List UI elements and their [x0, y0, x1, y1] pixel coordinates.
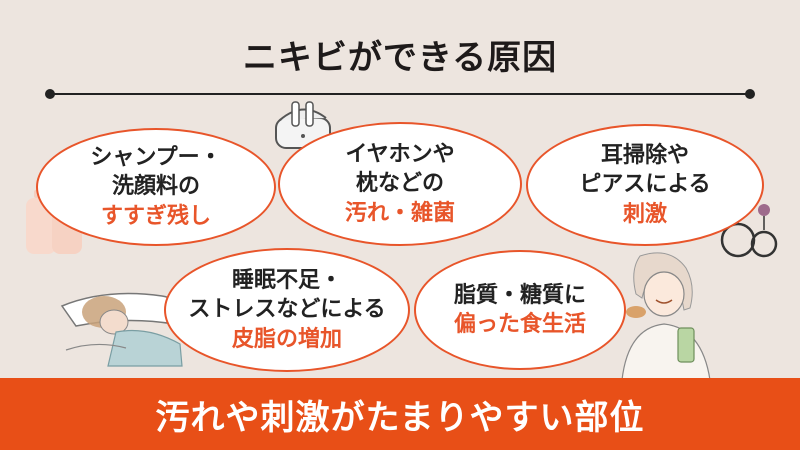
cause-line-2: ピアスによる: [579, 172, 711, 198]
summary-banner: 汚れや刺激がたまりやすい部位: [0, 378, 800, 450]
divider-left-dot: [45, 89, 55, 99]
cause-bubble-shampoo: シャンプー・ 洗顔料の すすぎ残し: [36, 128, 276, 246]
page-title: ニキビができる原因: [242, 38, 558, 78]
title-divider: [50, 93, 750, 95]
woman-eating-illustration: [621, 252, 711, 380]
cause-bubble-earphones: イヤホンや 枕などの 汚れ・雑菌: [278, 122, 522, 246]
cause-highlight: 汚れ・雑菌: [344, 200, 455, 226]
cause-highlight: 刺激: [622, 201, 667, 227]
cause-bubble-diet: 脂質・糖質に 偏った食生活: [414, 250, 626, 370]
cause-bubble-ear-cleaning: 耳掃除や ピアスによる 刺激: [526, 124, 764, 246]
cause-highlight: すすぎ残し: [100, 203, 211, 229]
cause-line-1: 脂質・糖質に: [453, 282, 586, 308]
cause-highlight: 皮脂の増加: [231, 326, 342, 352]
cause-line-1: 耳掃除や: [600, 143, 689, 169]
cause-line-2: 枕などの: [355, 171, 444, 197]
cause-bubble-sleep-stress: 睡眠不足・ ストレスなどによる 皮脂の増加: [164, 248, 410, 372]
cause-line-2: ストレスなどによる: [188, 297, 386, 323]
cause-line-1: 睡眠不足・: [231, 268, 342, 294]
cause-line-1: イヤホンや: [345, 142, 455, 168]
cause-line-2: 洗顔料の: [111, 174, 200, 200]
banner-text: 汚れや刺激がたまりやすい部位: [155, 397, 645, 438]
cause-line-1: シャンプー・: [90, 145, 222, 171]
divider-right-dot: [745, 89, 755, 99]
cause-highlight: 偏った食生活: [453, 312, 586, 337]
